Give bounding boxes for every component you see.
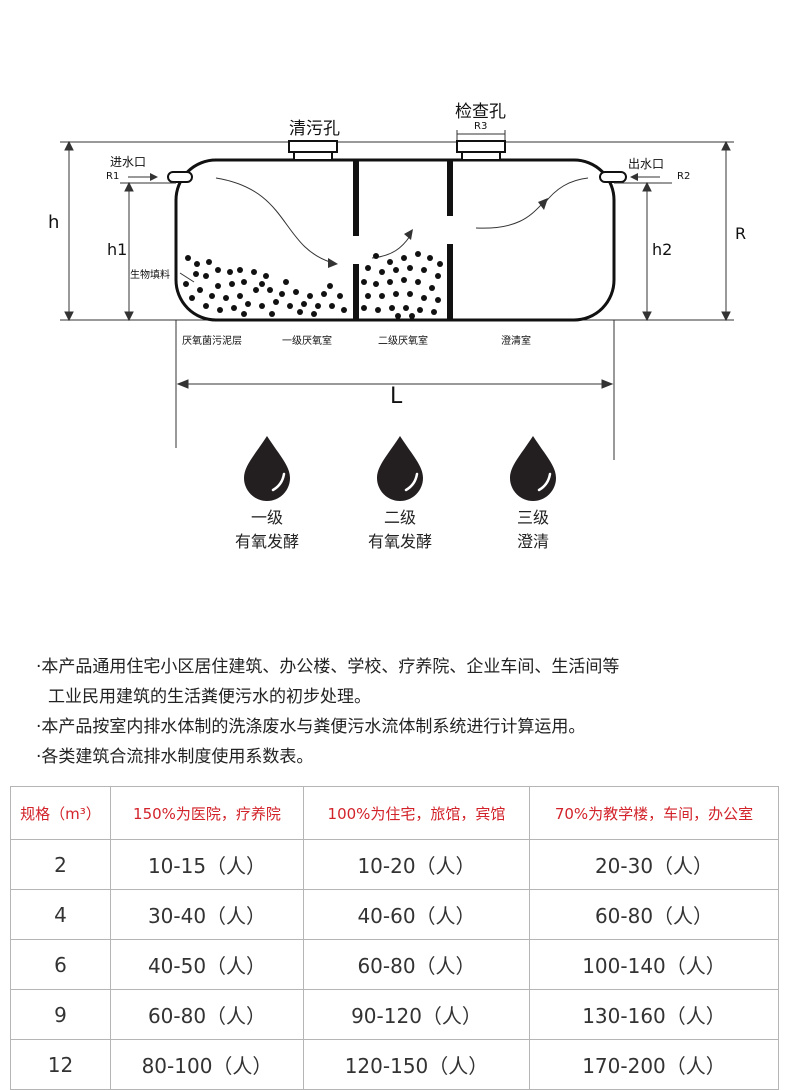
- dim-h: [64, 140, 74, 322]
- cell-spec: 9: [10, 989, 111, 1040]
- cell-residential: 60-80（人）: [303, 939, 530, 990]
- droplet-icon: [510, 436, 556, 501]
- stage-1-line1: 一级: [250, 508, 283, 527]
- droplet-icon: [377, 436, 423, 501]
- dim-l: [175, 320, 615, 460]
- r2-label: R2: [677, 171, 691, 182]
- outlet-pipe: [599, 171, 627, 183]
- dim-h1: [120, 181, 176, 322]
- cell-school: 60-80（人）: [529, 889, 779, 940]
- cell-school: 20-30（人）: [529, 839, 779, 890]
- h1-label: h1: [107, 240, 128, 259]
- description-list: ·本产品通用住宅小区居住建筑、办公楼、学校、疗养院、企业车间、生活间等 工业民用…: [36, 652, 776, 772]
- bullet-2: ·本产品按室内排水体制的洗涤废水与粪便污水流体制系统进行计算运用。: [36, 717, 586, 737]
- cell-school: 100-140（人）: [529, 939, 779, 990]
- table-row: 6 40-50（人） 60-80（人） 100-140（人）: [10, 939, 779, 990]
- bullet-3: ·各类建筑合流排水制度使用系数表。: [36, 747, 314, 767]
- cell-hospital: 30-40（人）: [110, 889, 304, 940]
- r3-label: R3: [474, 121, 488, 132]
- clean-hole: [288, 140, 338, 161]
- cell-spec: 4: [10, 889, 111, 940]
- h2-label: h2: [652, 240, 673, 259]
- partition-2-bottom: [447, 244, 453, 320]
- r-label: R: [735, 224, 747, 243]
- sludge-layer-label: 厌氧菌污泥层: [182, 336, 242, 347]
- table-row: 4 30-40（人） 40-60（人） 60-80（人）: [10, 889, 779, 940]
- cell-hospital: 60-80（人）: [110, 989, 304, 1040]
- stage-3-line2: 澄清: [516, 532, 549, 551]
- stage-2-line2: 有氧发酵: [367, 532, 432, 551]
- header-hospital: 150%为医院，疗养院: [110, 786, 304, 840]
- chamber-1-label: 一级厌氧室: [282, 336, 332, 347]
- clean-hole-label: 清污孔: [289, 119, 340, 139]
- stage-3-line1: 三级: [516, 508, 549, 527]
- cell-school: 130-160（人）: [529, 989, 779, 1040]
- stage-1-label: 一级 有氧发酵: [207, 506, 327, 554]
- header-school: 70%为教学楼，车间，办公室: [529, 786, 779, 840]
- stage-3-label: 三级 澄清: [473, 506, 593, 554]
- cell-hospital: 10-15（人）: [110, 839, 304, 890]
- header-spec: 规格（m³）: [10, 786, 111, 840]
- partition-2-top: [447, 160, 453, 216]
- bio-filler-chamber-1: [183, 255, 347, 317]
- bio-filler-label: 生物填料: [130, 270, 170, 281]
- stage-1-line2: 有氧发酵: [234, 532, 299, 551]
- h-label: h: [48, 212, 60, 233]
- usage-coefficient-table: 规格（m³） 150%为医院，疗养院 100%为住宅，旅馆，宾馆 70%为教学楼…: [10, 786, 779, 1090]
- r1-label: R1: [106, 171, 120, 182]
- dim-r: [721, 140, 731, 322]
- outlet-label: 出水口: [628, 157, 665, 171]
- partition-1-bottom: [353, 264, 359, 320]
- droplet-icon: [244, 436, 290, 501]
- cell-residential: 120-150（人）: [303, 1039, 530, 1090]
- cell-spec: 12: [10, 1039, 111, 1090]
- table-row: 2 10-15（人） 10-20（人） 20-30（人）: [10, 839, 779, 890]
- table-row: 12 80-100（人） 120-150（人） 170-200（人）: [10, 1039, 779, 1090]
- cell-residential: 90-120（人）: [303, 989, 530, 1040]
- cell-hospital: 80-100（人）: [110, 1039, 304, 1090]
- dim-h2: [614, 181, 672, 322]
- bullet-1: ·本产品通用住宅小区居住建筑、办公楼、学校、疗养院、企业车间、生活间等: [36, 657, 620, 677]
- table-header-row: 规格（m³） 150%为医院，疗养院 100%为住宅，旅馆，宾馆 70%为教学楼…: [10, 786, 779, 840]
- cell-school: 170-200（人）: [529, 1039, 779, 1090]
- bullet-1-continued: 工业民用建筑的生活粪便污水的初步处理。: [48, 687, 371, 707]
- inlet-pipe: [167, 171, 193, 183]
- cell-spec: 2: [10, 839, 111, 890]
- header-residential: 100%为住宅，旅馆，宾馆: [303, 786, 530, 840]
- inlet-label: 进水口: [110, 155, 147, 169]
- inspect-hole-label: 检查孔: [455, 102, 506, 122]
- septic-tank-diagram: [60, 130, 734, 501]
- table-row: 9 60-80（人） 90-120（人） 130-160（人）: [10, 989, 779, 1040]
- inspect-hole: [456, 130, 506, 161]
- length-label: L: [390, 384, 403, 409]
- cell-hospital: 40-50（人）: [110, 939, 304, 990]
- stage-2-line1: 二级: [383, 508, 416, 527]
- arrow-heads: [150, 173, 638, 268]
- stage-2-label: 二级 有氧发酵: [340, 506, 460, 554]
- bio-filler-chamber-2: [361, 251, 443, 319]
- chamber-2-label: 二级厌氧室: [378, 336, 428, 347]
- partition-1-top: [353, 160, 359, 236]
- cell-spec: 6: [10, 939, 111, 990]
- cell-residential: 40-60（人）: [303, 889, 530, 940]
- chamber-3-label: 澄清室: [501, 336, 531, 347]
- cell-residential: 10-20（人）: [303, 839, 530, 890]
